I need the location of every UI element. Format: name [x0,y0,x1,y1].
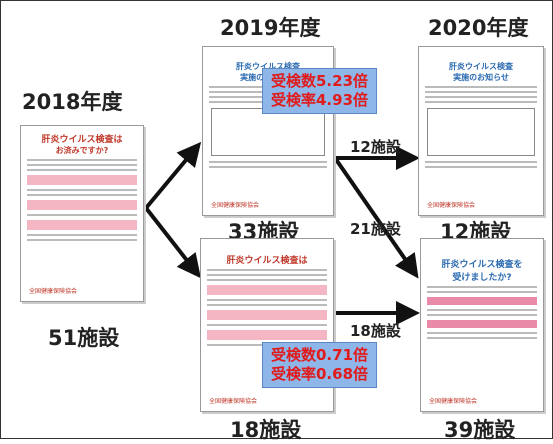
doc-2020b-title: 肝炎ウイルス検査を [441,260,523,270]
arrow-label-12: 12施設 [350,138,401,156]
arrow-2018-to-2019a [144,141,202,210]
count-2018: 51施設 [48,326,120,350]
year-2018-label: 2018年度 [22,90,123,114]
doc-2020a-notice: 肝炎ウイルス検査 実施のお知らせ 全国健康保険協会 [418,46,544,216]
callout-lower-line2: 受検率0.68倍 [271,365,369,383]
count-2019b: 18施設 [230,418,302,442]
doc-2019a-title: 肝炎ウイルス検査 [236,62,300,71]
doc-2020a-org-logo: 全国健康保険協会 [427,202,476,209]
doc-2020a-subtitle: 実施のお知らせ [453,73,509,82]
doc-2018-org-logo: 全国健康保険協会 [29,288,78,295]
doc-2018-leaflet: 肝炎ウイルス検査は お済みですか? 全国健康保険協会 [20,125,144,302]
arrow-2019a-to-2020b [333,156,419,279]
year-2019-label: 2019年度 [220,16,321,40]
doc-2019a-org-logo: 全国健康保険協会 [211,202,260,209]
doc-2018-title: 肝炎ウイルス検査は [41,135,123,145]
doc-2019b-org-logo: 全国健康保険協会 [209,398,258,405]
callout-upper: 受検数5.23倍 受検率4.93倍 [262,68,378,114]
callout-upper-line1: 受検数5.23倍 [271,72,369,90]
doc-2020b-subtitle: 受けましたか? [452,273,512,283]
arrow-label-21: 21施設 [350,220,401,238]
doc-2019b-title: 肝炎ウイルス検査は [226,256,308,266]
count-2020b: 39施設 [444,418,516,442]
doc-2020b-org-logo: 全国健康保険協会 [429,398,478,405]
doc-2020b-leaflet: 肝炎ウイルス検査を 受けましたか? 全国健康保険協会 [420,238,544,412]
doc-2019b-leaflet: 肝炎ウイルス検査は 全国健康保険協会 [200,238,334,412]
callout-lower-line1: 受検数0.71倍 [271,346,369,364]
callout-lower: 受検数0.71倍 受検率0.68倍 [262,342,378,388]
doc-2018-subtitle: お済みですか? [55,146,109,155]
callout-upper-line2: 受検率4.93倍 [271,91,369,109]
arrow-label-18: 18施設 [350,322,401,340]
year-2020-label: 2020年度 [428,16,529,40]
arrow-2018-to-2019b [144,206,201,279]
doc-2020a-title: 肝炎ウイルス検査 [449,62,513,71]
